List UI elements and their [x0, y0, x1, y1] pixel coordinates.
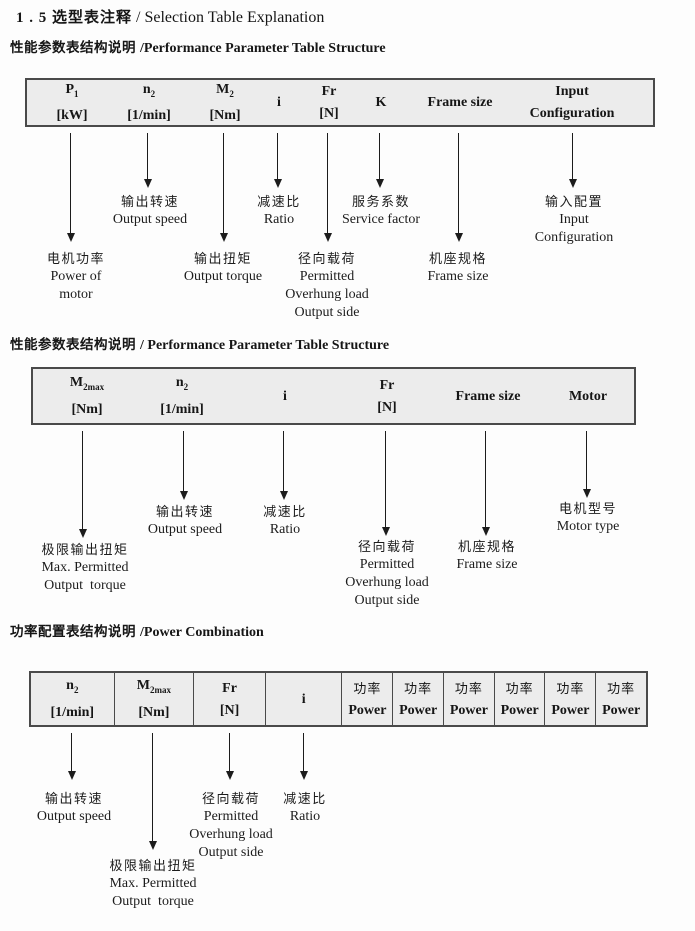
header-cell-frame-size: Frame size	[455, 388, 521, 404]
page-title-zh: 1 . 5 选型表注释	[16, 10, 133, 26]
header-cell-m2max: M2max [Nm]	[69, 375, 105, 417]
section-2-heading: 性能参数表结构说明 / Performance Parameter Table …	[10, 333, 389, 354]
arrow-m2max	[148, 733, 157, 850]
header-cell-input-configuration: Input Configuration	[529, 84, 615, 121]
arrow-frame-size	[481, 431, 490, 536]
header-cell-k: K	[375, 95, 387, 110]
header-cell-m2: M2 [Nm]	[209, 81, 241, 124]
section-1-heading: 性能参数表结构说明 /Performance Parameter Table S…	[10, 36, 386, 57]
performance-table-2: M2max [Nm] n2 [1/min] i Fr [N] Frame siz…	[31, 367, 636, 425]
arrow-i	[273, 133, 282, 188]
header-cell-motor: Motor	[568, 388, 608, 404]
header-cell-fr: Fr [N]	[377, 377, 397, 415]
page-title-en: / Selection Table Explanation	[136, 9, 325, 26]
section-2-heading-en: / Performance Parameter Table Structure	[140, 338, 390, 353]
performance-table-1: P1 [kW] n2 [1/min] M2 [Nm] i Fr [N] K Fr…	[25, 78, 655, 127]
header-cell-m2max: M2max [Nm]	[113, 673, 194, 725]
header-cell-n2: n2 [1/min]	[50, 678, 95, 720]
section-1-heading-en: /Performance Parameter Table Structure	[140, 41, 386, 56]
arrow-n2	[143, 133, 152, 188]
arrow-m2	[219, 133, 228, 242]
header-cell-n2: n2 [1/min]	[160, 375, 204, 417]
header-cell-i: i	[283, 388, 287, 404]
header-cell-p1: P1 [kW]	[56, 81, 88, 124]
section-3-heading-zh: 功率配置表结构说明	[10, 624, 136, 639]
header-cell-n2: n2 [1/min]	[127, 81, 171, 124]
arrow-i	[299, 733, 308, 780]
arrow-n2	[179, 431, 188, 500]
header-cell-fr: Fr [N]	[319, 84, 339, 121]
arrow-n2	[67, 733, 76, 780]
header-cell-i: i	[277, 95, 281, 110]
arrow-fr	[323, 133, 332, 242]
header-cell-i: i	[264, 673, 342, 725]
arrow-fr	[225, 733, 234, 780]
section-2-heading-zh: 性能参数表结构说明	[10, 337, 136, 352]
page-title: 1 . 5 选型表注释 / Selection Table Explanatio…	[16, 6, 324, 27]
arrow-frame-size	[454, 133, 463, 242]
section-1-heading-zh: 性能参数表结构说明	[10, 40, 136, 55]
arrow-fr	[381, 431, 390, 536]
header-cell-frame-size: Frame size	[427, 95, 493, 110]
arrow-p1	[66, 133, 75, 242]
arrow-motor	[582, 431, 591, 498]
section-3-heading-en: /Power Combination	[140, 625, 264, 640]
arrow-i	[279, 431, 288, 500]
arrow-input-configuration	[568, 133, 577, 188]
arrow-m2max	[78, 431, 87, 538]
header-cell-fr: Fr [N]	[193, 673, 265, 725]
section-3-heading: 功率配置表结构说明 /Power Combination	[10, 620, 264, 641]
arrow-k	[375, 133, 384, 188]
